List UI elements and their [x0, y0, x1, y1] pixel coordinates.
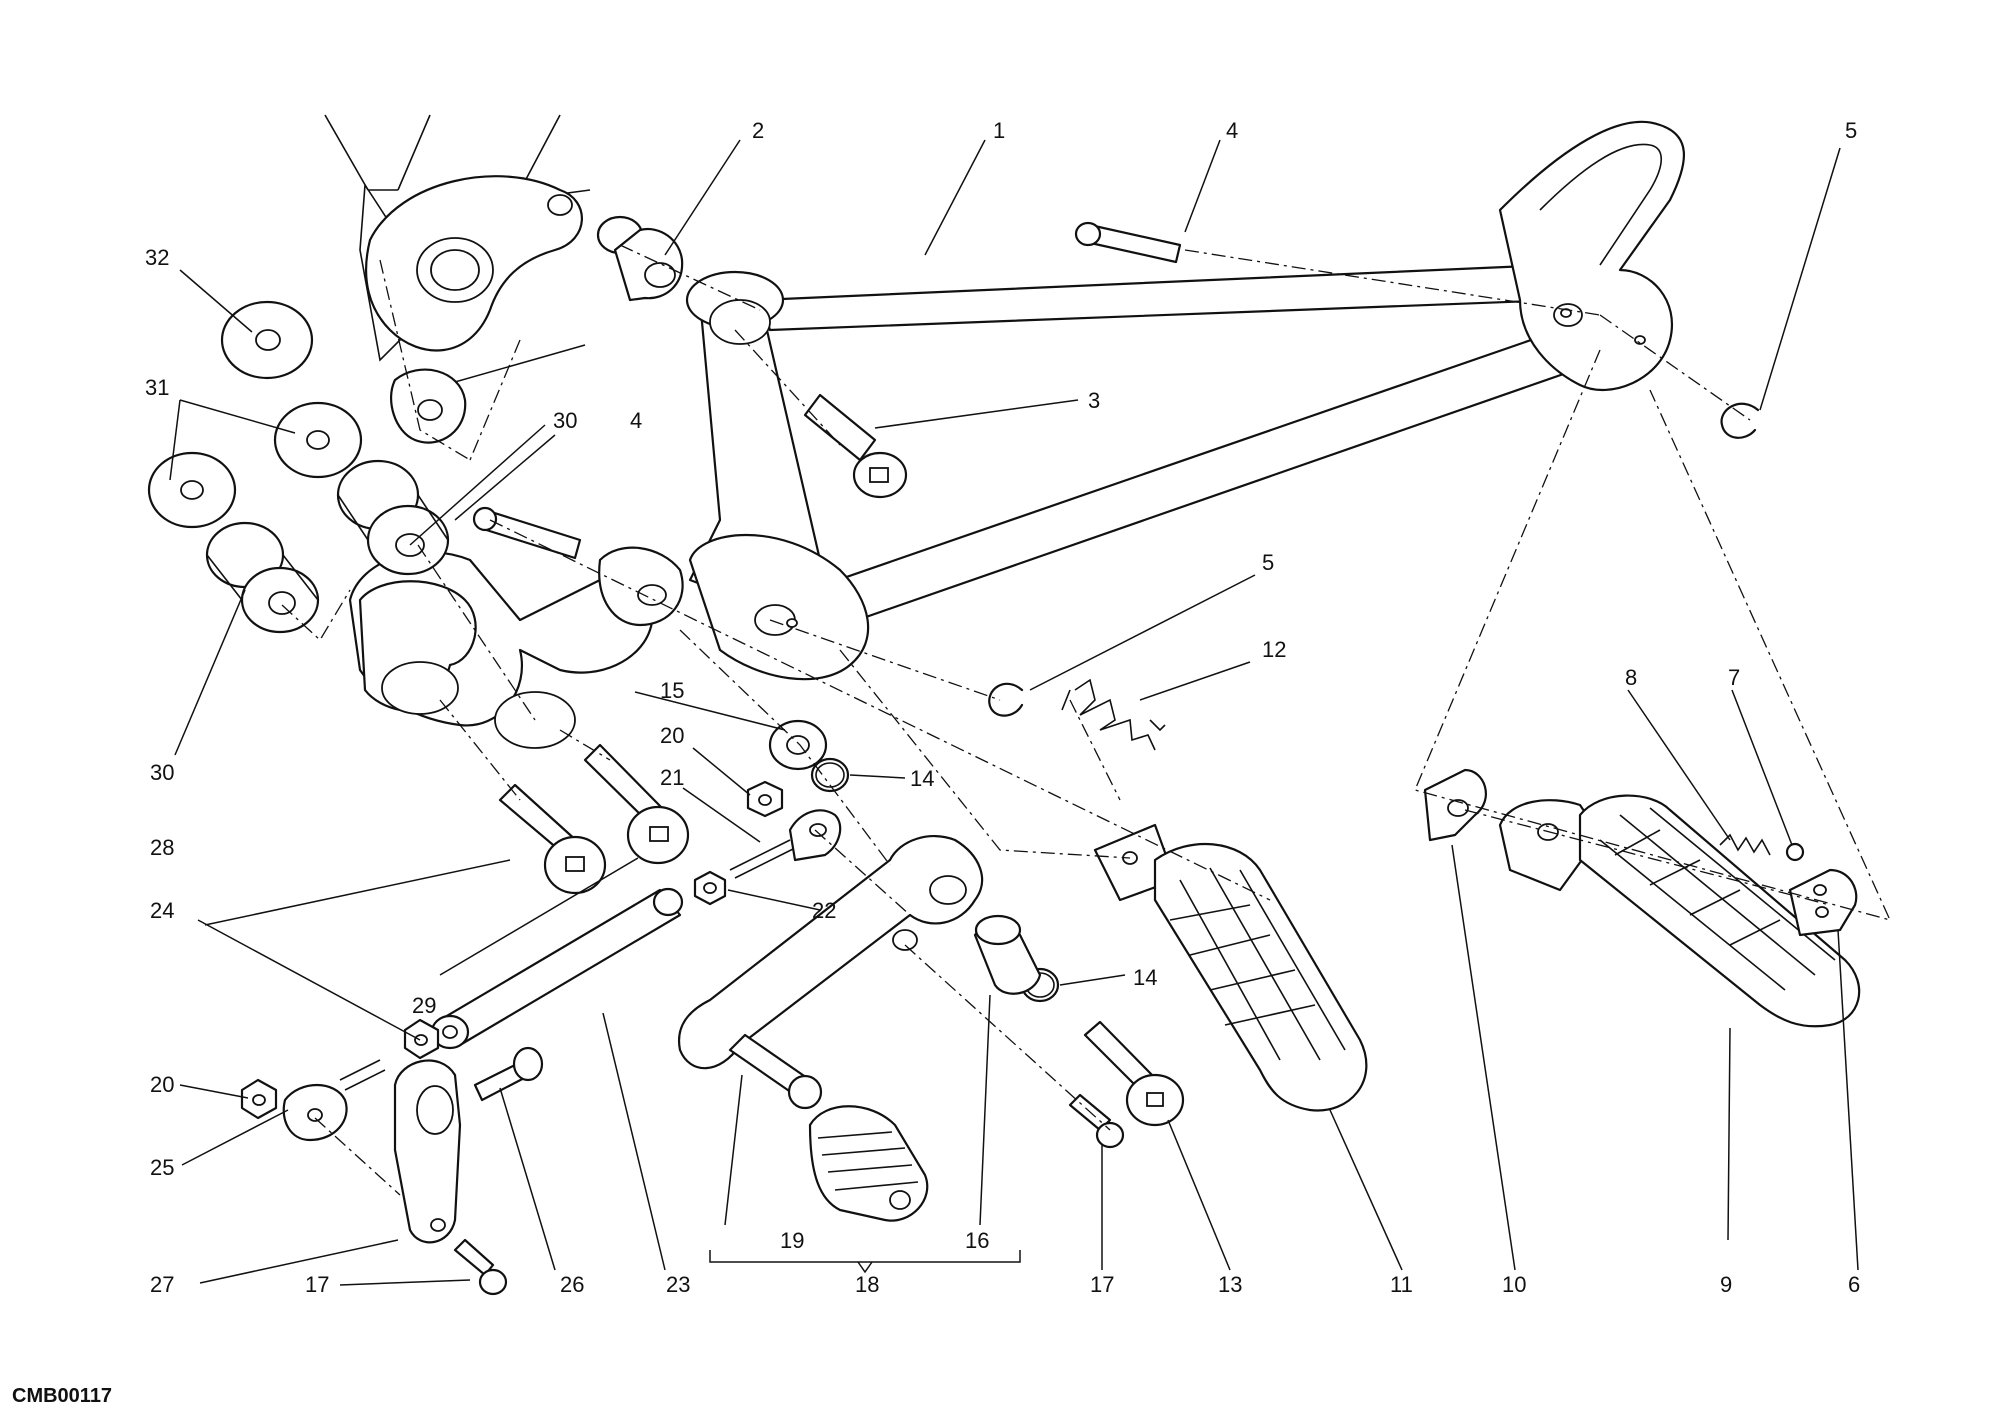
- part-21-rod-end: [729, 809, 842, 879]
- part-27-shift-clamp: [393, 1059, 462, 1244]
- part-15-washer: [768, 719, 828, 771]
- part-30-bushing-upper: [336, 459, 450, 576]
- part-19-rubber-grip: [808, 1105, 929, 1222]
- callout-5-lower: 5: [1262, 550, 1274, 575]
- part-18-shift-lever: [677, 835, 984, 1110]
- callout-28: 28: [150, 835, 174, 860]
- callout-1: 1: [993, 118, 1005, 143]
- part-7-detent-ball: [1785, 842, 1805, 862]
- callout-5-upper: 5: [1845, 118, 1857, 143]
- callout-8: 8: [1625, 665, 1637, 690]
- callout-32: 32: [145, 245, 169, 270]
- callout-12: 12: [1262, 637, 1286, 662]
- callout-10: 10: [1502, 1272, 1526, 1297]
- assembly-lines: [281, 244, 1892, 1196]
- callout-23: 23: [666, 1272, 690, 1297]
- part-3-shoulder-bolt: [803, 393, 908, 499]
- part-16-bushing: [973, 914, 1042, 995]
- part-5-circlip-upper: [1720, 402, 1760, 439]
- callout-6: 6: [1848, 1272, 1860, 1297]
- part-2-bushing: [596, 215, 684, 302]
- callout-9: 9: [1720, 1272, 1732, 1297]
- callout-14-upper: 14: [910, 766, 934, 791]
- callout-29: 29: [412, 993, 436, 1018]
- callout-11: 11: [1390, 1272, 1413, 1297]
- part-31-washer-b: [147, 451, 237, 529]
- part-14-oring-a: [810, 757, 850, 793]
- callout-27: 27: [150, 1272, 174, 1297]
- part-6-plate: [1788, 868, 1858, 937]
- drawing-code: CMB00117: [12, 1385, 112, 1407]
- callout-7: 7: [1728, 665, 1740, 690]
- callout-2: 2: [752, 118, 764, 143]
- frame-section: [324, 114, 591, 461]
- callout-18: 18: [855, 1272, 879, 1297]
- callout-25: 25: [150, 1155, 174, 1180]
- callout-21: 21: [660, 765, 684, 790]
- leader-lines: [169, 139, 1859, 1286]
- part-30-bushing-lower: [205, 521, 320, 634]
- part-25-rod-end: [282, 1059, 386, 1142]
- part-12-spring: [1061, 678, 1166, 751]
- part-4-pin-lower: [472, 506, 582, 560]
- callout-15: 15: [660, 678, 684, 703]
- part-20-nut-upper: [746, 780, 784, 818]
- callout-26: 26: [560, 1272, 584, 1297]
- callout-30-upper: 30: [553, 408, 577, 433]
- callout-17-lower-left: 17: [305, 1272, 329, 1297]
- part-23-rod: [430, 887, 684, 1050]
- callout-30-lower: 30: [150, 760, 174, 785]
- callout-20-lower: 20: [150, 1072, 174, 1097]
- part-8-detent-spring: [1719, 833, 1771, 856]
- rearset-bracket: [348, 120, 1686, 749]
- callout-labels: 2 1 4 5 32 3 31 30 4 5 12 15 8 7 20 30 1…: [12, 118, 1860, 1407]
- callout-22: 22: [812, 898, 836, 923]
- part-22-nut: [693, 870, 727, 906]
- callout-4-upper: 4: [1226, 118, 1238, 143]
- callout-13: 13: [1218, 1272, 1242, 1297]
- callout-3: 3: [1088, 388, 1100, 413]
- part-26-bolt: [473, 1046, 544, 1102]
- part-29-bolt: [583, 743, 690, 865]
- part-32-washer: [220, 300, 314, 380]
- callout-20-upper: 20: [660, 723, 684, 748]
- part-9-footpeg-right: [1498, 794, 1861, 1028]
- part-5-circlip-lower: [988, 682, 1024, 717]
- part-4-pin-upper: [1074, 221, 1182, 264]
- callout-14-lower: 14: [1133, 965, 1157, 990]
- part-31-washer-a: [273, 401, 363, 479]
- part-10-plate: [1423, 768, 1487, 842]
- part-28-bolt: [498, 783, 607, 895]
- callout-24: 24: [150, 898, 174, 923]
- callout-16: 16: [965, 1228, 989, 1253]
- part-17-screw-lower-left: [453, 1238, 508, 1296]
- part-17-screw-right: [1068, 1093, 1125, 1149]
- callout-31: 31: [145, 375, 169, 400]
- part-20-nut-lower: [240, 1078, 278, 1120]
- callout-19: 19: [780, 1228, 804, 1253]
- callout-17-right: 17: [1090, 1272, 1114, 1297]
- part-13-shoulder-bolt: [1083, 1020, 1185, 1127]
- part-24-nut: [403, 1018, 440, 1060]
- callout-4-lower: 4: [630, 408, 642, 433]
